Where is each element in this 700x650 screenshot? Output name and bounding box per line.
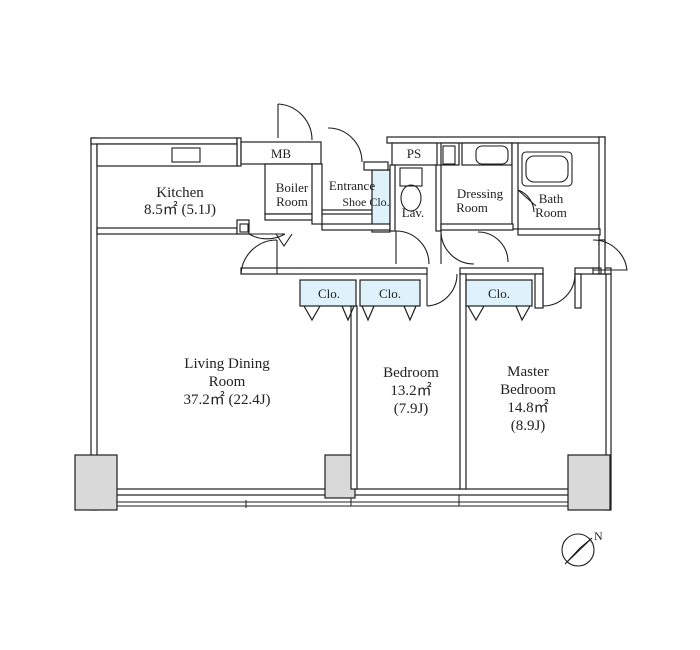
compass-needle-light: [564, 537, 593, 565]
ps-label: PS: [407, 146, 421, 161]
entrance-label: Entrance: [329, 178, 375, 193]
bath-wall: [517, 228, 601, 236]
closet-label-bedroom: Clo.: [379, 286, 401, 301]
kitchen-area: 8.5㎡ (5.1J): [144, 201, 216, 218]
entrance-top-wall: [363, 161, 389, 171]
service-door-jamb: [592, 267, 602, 275]
bathtub: [521, 151, 573, 187]
closet-doors-master: [467, 305, 531, 322]
closet-doors-bedroom: [361, 305, 417, 322]
entrance-hall-door: [327, 127, 363, 163]
lav-right-wall: [435, 164, 442, 232]
partition-living-bedroom: [350, 305, 358, 490]
boiler-entrance-wall: [311, 163, 323, 225]
bedroom-label: Bedroom: [383, 365, 439, 381]
closet-living: [299, 279, 357, 307]
master-door: [542, 273, 576, 307]
door-swings: [240, 103, 628, 307]
master-label-1: Master: [507, 364, 549, 380]
corridor-wall-left: [240, 267, 428, 275]
lav-left-wall: [389, 164, 396, 232]
master-tatami: (8.9J): [511, 418, 546, 434]
master-door-wall: [534, 273, 544, 309]
kitchen-door-mark: [275, 233, 293, 247]
bedroom-area: 13.2㎡: [390, 382, 431, 399]
bedroom-door: [426, 273, 458, 307]
ps-shaft: [391, 142, 438, 166]
master-area: 14.8㎡: [507, 399, 548, 416]
compass-ring: [561, 533, 595, 567]
kitchen-label: Kitchen: [156, 185, 204, 201]
closet-bedroom: [359, 279, 421, 307]
dressing-wall: [440, 223, 514, 231]
partition-bedroom-master: [459, 273, 467, 490]
interior-walls: [96, 141, 612, 490]
north-arrow-icon: N: [561, 529, 603, 567]
bath-room-label-2: Room: [535, 205, 567, 220]
top-wall-bath: [386, 136, 606, 144]
closets: [299, 279, 533, 322]
service-door: [592, 239, 628, 271]
living-label-2: Room: [209, 374, 246, 390]
washbasin: [475, 145, 509, 165]
kitchen-door-top: [248, 233, 286, 240]
cooktop: [171, 147, 201, 163]
bath-left-wall: [511, 142, 519, 230]
boiler-room-label-2: Room: [276, 194, 308, 209]
mb-left-wall: [236, 137, 242, 167]
linen-shelf: [442, 145, 456, 165]
mb-label: MB: [271, 146, 292, 161]
kitchen-wall: [96, 227, 238, 235]
closet-doors-living: [303, 305, 355, 322]
compass-north-label: N: [594, 529, 603, 543]
dressing-room-label-1: Dressing: [457, 186, 504, 201]
left-wall: [90, 137, 98, 511]
right-wall-step: [598, 239, 606, 275]
dressing-door-arc: [477, 231, 509, 263]
top-wall-kitchen: [90, 137, 238, 145]
lav-door: [395, 230, 430, 265]
dressing-room-label-2: Room: [456, 200, 488, 215]
bathtub-inner: [525, 155, 569, 183]
shoe-closet-label: Shoe Clo.: [342, 195, 389, 209]
toilet-bowl: [400, 184, 422, 212]
bath-door: [517, 189, 537, 213]
bath-room-label-1: Bath: [539, 191, 564, 206]
dressing-door: [440, 230, 475, 265]
closet-master: [465, 279, 533, 307]
kitchen-fixture: [239, 223, 249, 233]
corridor-wall-right: [459, 267, 544, 275]
column-right: [567, 454, 611, 511]
closet-label-master: Clo.: [488, 286, 510, 301]
closet-label-living: Clo.: [318, 286, 340, 301]
entrance-step: [321, 209, 373, 215]
master-label-2: Bedroom: [500, 382, 556, 398]
kitchen-counter: [96, 143, 238, 167]
lavatory-label: Lav.: [402, 205, 425, 220]
room-labels: Kitchen 8.5㎡ (5.1J) MB Boiler Room Entra…: [144, 146, 567, 434]
fixtures: [171, 145, 573, 233]
column-left: [74, 454, 118, 511]
master-wall-post: [574, 273, 582, 309]
entrance-wall: [321, 223, 391, 231]
living-door: [240, 239, 278, 275]
entrance-door: [277, 103, 313, 141]
living-area: 37.2㎡ (22.4J): [183, 391, 270, 408]
living-label-1: Living Dining: [184, 356, 270, 372]
bedroom-tatami: (7.9J): [394, 401, 429, 417]
boiler-room-label-1: Boiler: [276, 180, 309, 195]
toilet-tank: [399, 167, 423, 187]
